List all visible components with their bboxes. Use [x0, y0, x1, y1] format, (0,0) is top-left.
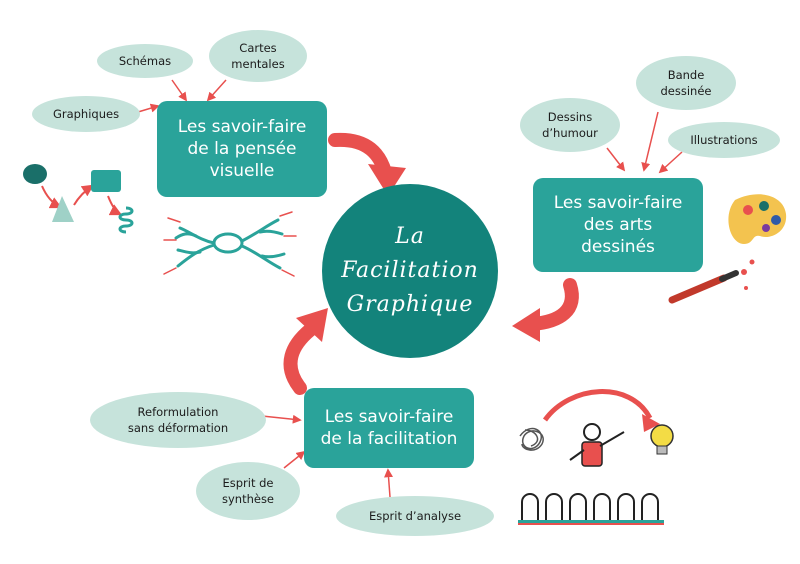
leaf-esprit-synthese-line-2: synthèse: [221, 492, 275, 506]
branch-drawn-arts: Les savoir-faire des arts dessinés: [533, 178, 703, 272]
connector-esprit-analyse: [384, 468, 394, 498]
leaf-dessins-humour-line-1: Dessins: [547, 110, 593, 124]
leaf-esprit-analyse: Esprit d’analyse: [336, 496, 494, 536]
branch-visual-thinking-line-2: de la pensée: [187, 139, 297, 159]
presenter-audience-icon: [518, 389, 674, 525]
branch-facilitation: Les savoir-faire de la facilitation: [304, 388, 474, 468]
central-node: La Facilitation Graphique: [322, 184, 498, 358]
connector-reformulation: [261, 414, 302, 424]
big-arrow-visual-to-center: [328, 132, 406, 196]
connector-illustrations: [658, 151, 683, 174]
leaf-reformulation: Reformulation sans déformation: [90, 392, 266, 448]
connector-esprit-synthese: [283, 450, 306, 469]
connector-cartes-mentales: [206, 79, 227, 102]
leaf-graphiques: Graphiques: [32, 96, 140, 132]
leaf-dessins-humour: Dessins d’humour: [520, 98, 620, 152]
presenter-figure: [569, 423, 625, 467]
leaf-illustrations-label: Illustrations: [690, 133, 758, 147]
branch-facilitation-line-1: Les savoir-faire: [324, 407, 454, 427]
center-title-line-2: Facilitation: [341, 258, 479, 283]
leaf-reformulation-line-1: Reformulation: [137, 405, 219, 419]
leaf-esprit-analyse-label: Esprit d’analyse: [368, 509, 462, 523]
branch-drawn-arts-line-3: dessinés: [581, 237, 655, 257]
leaf-esprit-synthese: Esprit de synthèse: [196, 462, 300, 520]
leaf-cartes-mentales: Cartes mentales: [209, 30, 307, 82]
leaf-bande-dessinee: Bande dessinée: [636, 56, 736, 110]
leaf-esprit-synthese-line-1: Esprit de: [222, 476, 274, 490]
connector-dessins-humour: [606, 147, 626, 172]
leaf-schemas: Schémas: [97, 44, 193, 78]
audience-row: [521, 493, 659, 520]
connector-graphiques: [137, 103, 160, 113]
connector-bande-dessinee: [641, 111, 659, 172]
leaf-illustrations: Illustrations: [668, 122, 780, 158]
connector-schemas: [171, 79, 188, 102]
leaf-schemas-label: Schémas: [118, 54, 172, 68]
center-title-line-1: La: [395, 224, 425, 249]
branch-visual-thinking-line-3: visuelle: [209, 161, 275, 181]
leaf-graphiques-label: Graphiques: [52, 107, 120, 121]
leaf-dessins-humour-line-2: d’humour: [542, 126, 598, 140]
palette-icon: [728, 194, 787, 244]
shapes-doodle-icon: [23, 164, 134, 234]
leaf-connectors: [137, 79, 683, 498]
leaf-cartes-mentales-line-2: mentales: [231, 57, 285, 71]
leaf-bande-dessinee-line-1: Bande: [667, 68, 705, 82]
big-arrow-facilitation-to-center: [283, 308, 328, 395]
leaf-cartes-mentales-line-1: Cartes: [239, 41, 277, 55]
mindmap-doodle-icon: [163, 211, 297, 277]
lightbulb-icon: [650, 424, 674, 455]
leaf-reformulation-line-2: sans déformation: [127, 421, 229, 435]
tangle-scribble: [519, 427, 544, 451]
branch-visual-thinking: Les savoir-faire de la pensée visuelle: [157, 101, 327, 197]
center-title-line-3: Graphique: [346, 292, 474, 317]
branch-facilitation-line-2: de la facilitation: [320, 429, 458, 449]
big-arrow-arts-to-center: [512, 278, 579, 342]
branch-visual-thinking-line-1: Les savoir-faire: [177, 117, 307, 137]
leaf-bande-dessinee-line-2: dessinée: [660, 84, 712, 98]
branch-drawn-arts-line-1: Les savoir-faire: [553, 193, 683, 213]
paintbrush-icon: [668, 259, 755, 304]
branch-drawn-arts-line-2: des arts: [583, 215, 653, 235]
